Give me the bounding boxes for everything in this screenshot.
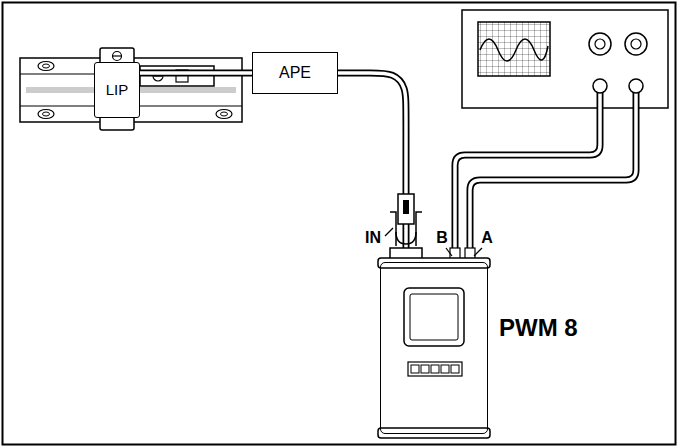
node-label: LIP (106, 82, 129, 99)
plug-pin (403, 200, 409, 214)
mounting-rail (20, 58, 242, 122)
port-label: A (481, 229, 493, 247)
probe-cable (455, 86, 600, 252)
figure-frame (3, 3, 676, 445)
leader-line (446, 248, 452, 256)
node-label: PWM 8 (499, 315, 578, 341)
device-cap (378, 258, 490, 268)
device-button (431, 365, 439, 373)
port-label: B (436, 229, 448, 247)
waveform (480, 39, 548, 61)
rail-hole (216, 110, 232, 119)
input-jack (593, 79, 607, 93)
rail-hole (38, 110, 54, 119)
device-cap (378, 428, 490, 438)
cable-core (140, 71, 252, 75)
device-button (421, 365, 429, 373)
probe-cable (470, 86, 636, 252)
socket-cup (396, 232, 416, 244)
clamp-tab (100, 116, 134, 130)
control-knob (595, 39, 605, 49)
device-button (411, 365, 419, 373)
device-display (404, 288, 464, 346)
leader-line (385, 228, 393, 236)
plug (398, 194, 414, 224)
socket-bracket (390, 212, 396, 246)
device-button (441, 365, 449, 373)
socket-bracket (416, 212, 422, 246)
port-label: IN (365, 229, 381, 247)
cable-sheath (140, 70, 252, 77)
device-button (451, 365, 459, 373)
button-row (408, 362, 462, 376)
rail-hole (221, 112, 228, 116)
device-display (410, 294, 458, 340)
oscilloscope (462, 10, 668, 108)
rail-hole (43, 112, 50, 116)
clamp-screw (113, 52, 122, 61)
node-label: APE (279, 64, 311, 82)
process-box: APE (252, 52, 338, 94)
device-body: PWM 8 (380, 262, 488, 434)
clamp-box: LIP (94, 62, 140, 118)
input-jack (629, 79, 643, 93)
rail-hole (38, 62, 54, 71)
rail-hole (43, 64, 50, 68)
leader-line (474, 248, 482, 256)
control-knob (589, 33, 611, 55)
control-knob (631, 39, 641, 49)
oscilloscope-screen (478, 22, 550, 76)
clamp-screw (113, 55, 121, 56)
cable (140, 73, 252, 74)
probe-cable (455, 86, 600, 252)
control-knob (625, 33, 647, 55)
probe-cable (470, 86, 636, 252)
